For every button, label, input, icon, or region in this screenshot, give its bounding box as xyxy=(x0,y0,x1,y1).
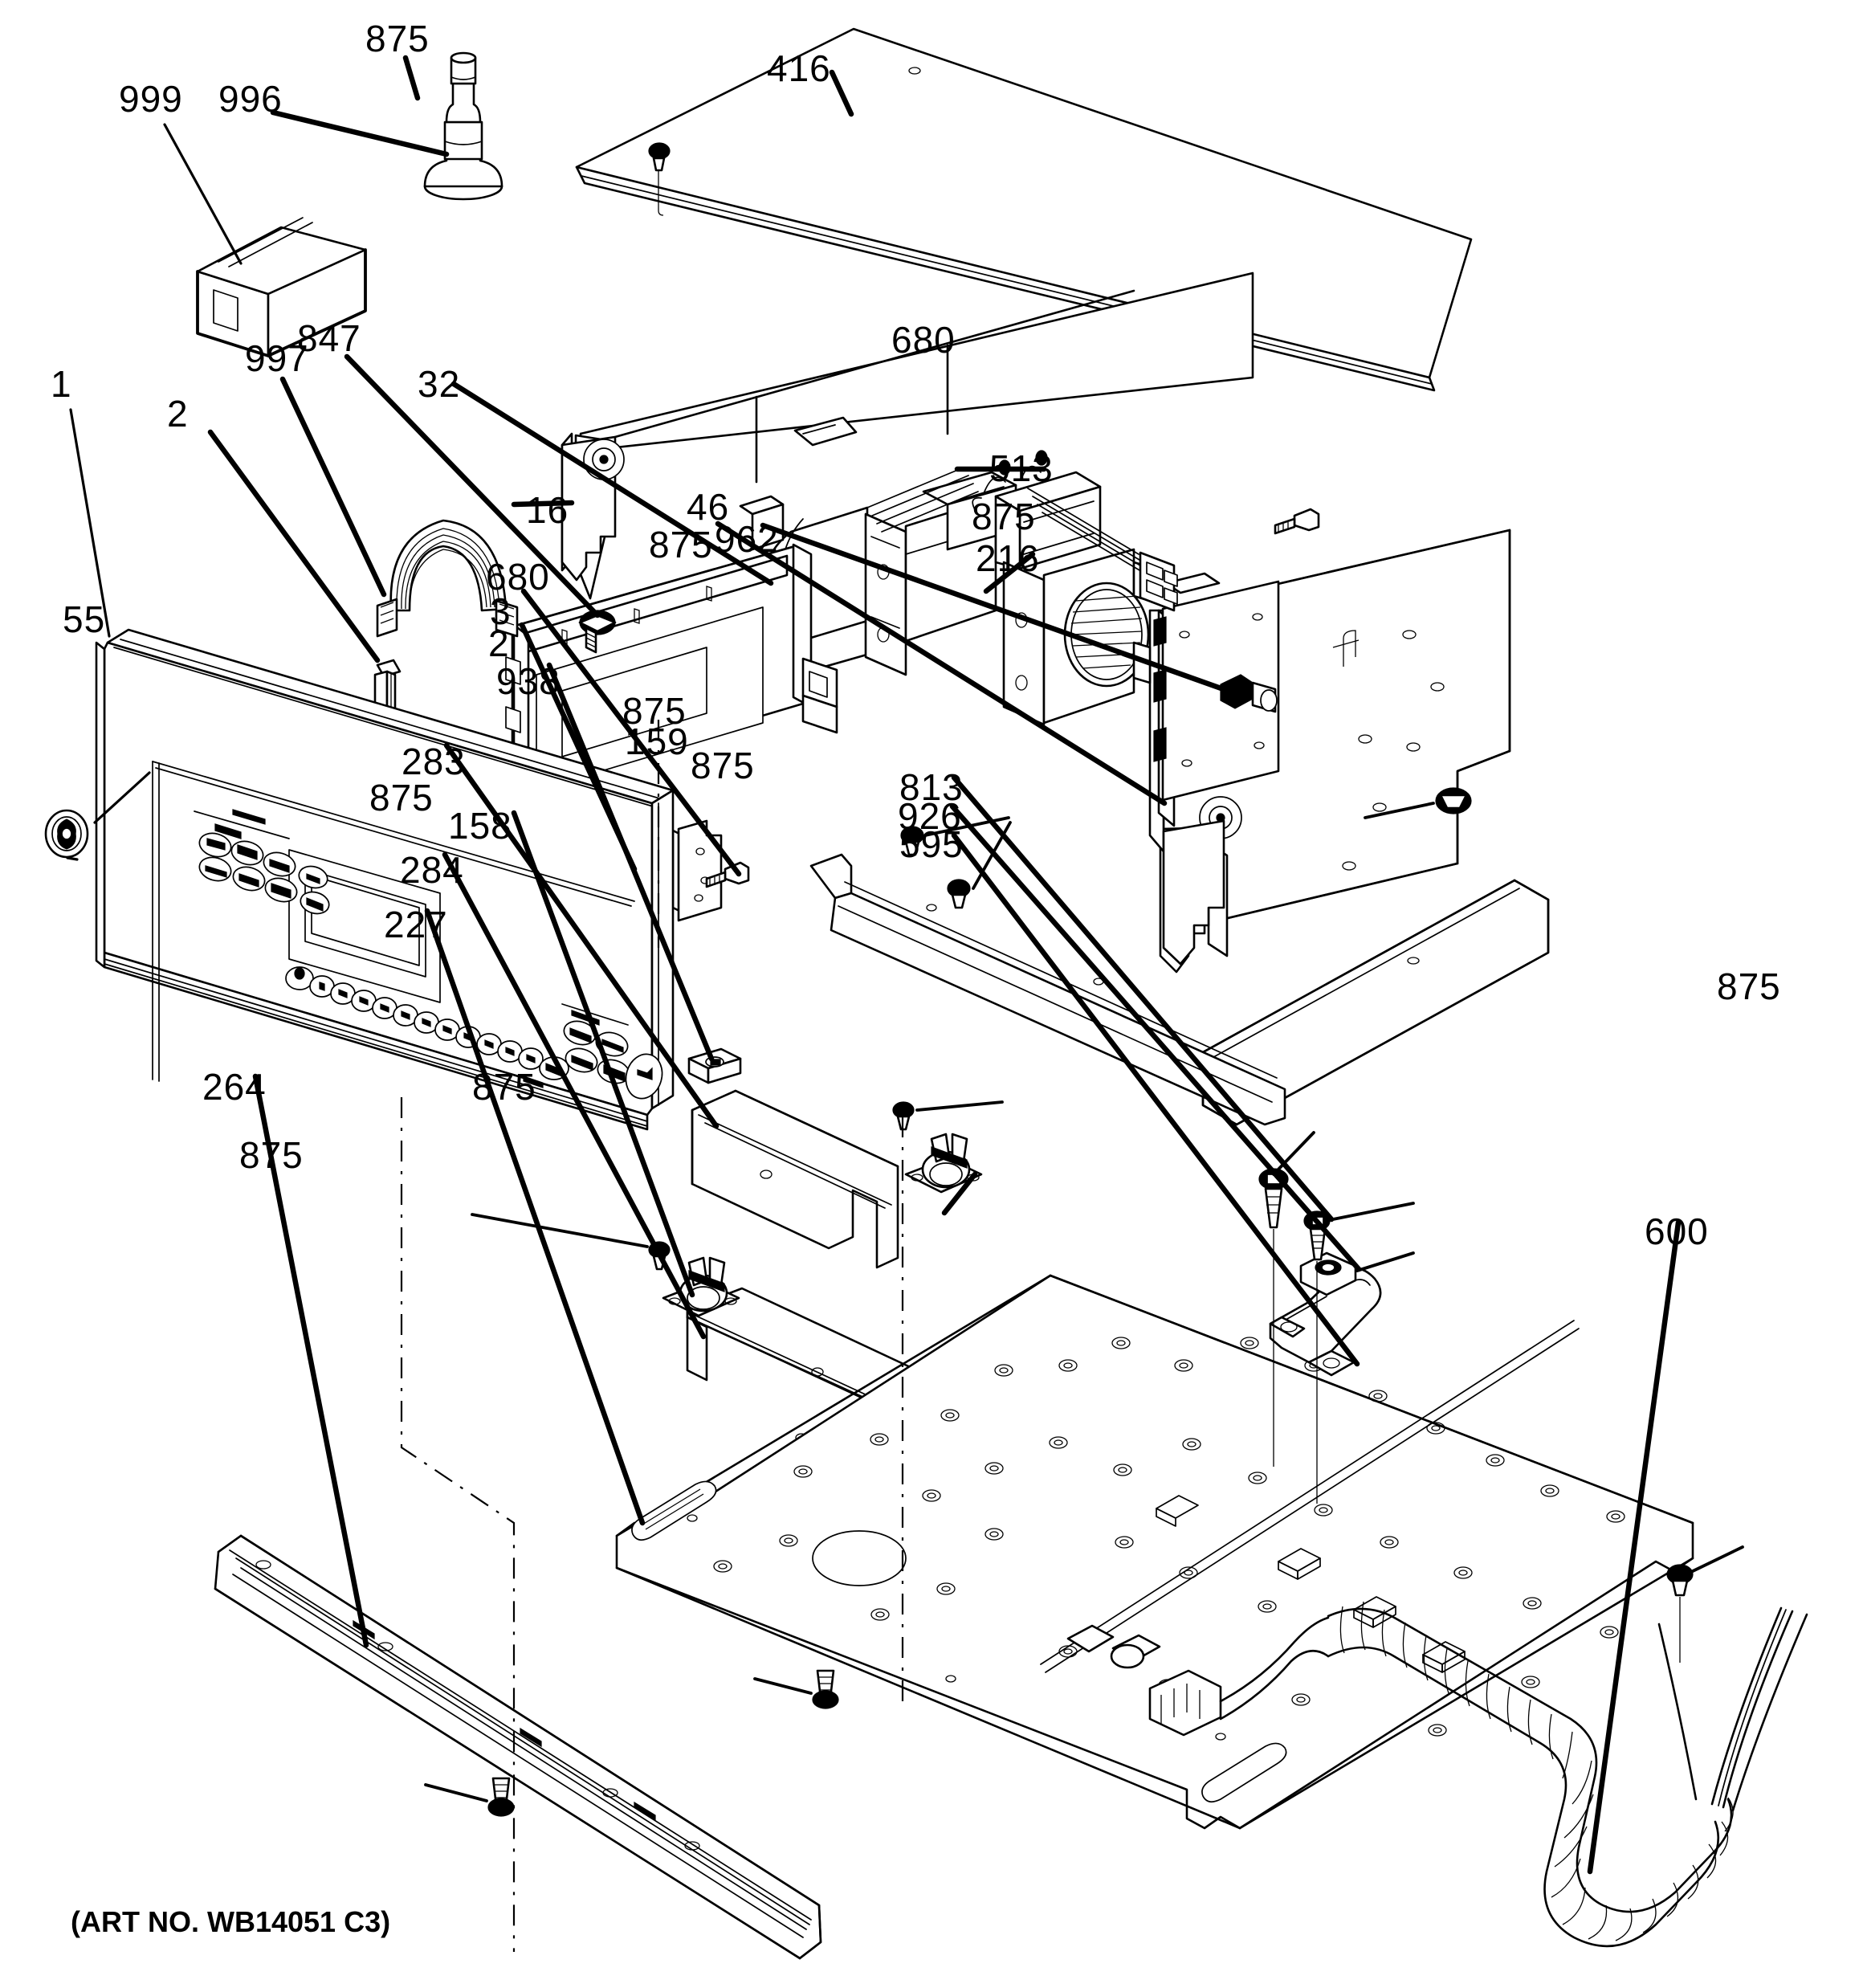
callout-283-bracket-upper: 283 xyxy=(402,741,466,782)
callout-2-support-bracket-left: 2 xyxy=(167,393,189,435)
callout-595-cord-clamp: 595 xyxy=(899,823,964,865)
callout-158-thermostat-lower: 158 xyxy=(448,805,512,847)
part-216-bottom-shelf xyxy=(809,853,1550,1126)
part-158-thermostat-lower xyxy=(662,1256,740,1317)
part-227-base-pan xyxy=(615,1274,1694,1830)
callout-680-screw-upper: 680 xyxy=(891,319,956,361)
callout-875-thermostat-screw-upper: 875 xyxy=(622,690,687,732)
part-16-control-board-housing xyxy=(505,495,838,791)
part-875-screw-rail-left xyxy=(424,1777,515,1817)
callout-875-top-cover-screw: 875 xyxy=(365,18,430,59)
part-55-grommet xyxy=(44,809,89,859)
callout-2-support-bracket-right: 2 xyxy=(488,623,510,664)
part-999-carton-box xyxy=(196,217,367,357)
callout-159-thermostat: 159 xyxy=(625,720,689,762)
art-number-label: (ART NO. WB14051 C3) xyxy=(71,1905,391,1938)
callout-680-screw-lower: 680 xyxy=(486,556,550,598)
leader-lines xyxy=(66,55,1682,1875)
part-996-cone-insert xyxy=(423,51,503,201)
callout-1-control-panel: 1 xyxy=(51,363,72,405)
callout-847-screw: 847 xyxy=(297,317,361,359)
part-813-screw xyxy=(1303,1202,1415,1261)
callout-996-cone-insert: 996 xyxy=(218,78,283,120)
callout-55-grommet: 55 xyxy=(63,598,106,640)
callout-938-clip-nut: 938 xyxy=(496,660,561,702)
part-997-ribbon-cable xyxy=(376,519,519,638)
part-962-wire-connector xyxy=(1220,674,1278,713)
callout-875-base-screw-right: 875 xyxy=(1717,965,1781,1007)
part-1-control-panel xyxy=(95,628,675,1131)
callout-875-bracket-screw: 875 xyxy=(691,745,755,786)
callout-46-pcb-board: 46 xyxy=(687,486,730,528)
callout-962-connector: 962 xyxy=(715,518,779,560)
keypad-numeric-row xyxy=(285,966,569,1088)
part-875-screw-thermostat-upper xyxy=(892,1100,1004,1131)
callout-999-carton: 999 xyxy=(119,78,183,120)
keypad-left-cluster xyxy=(194,809,330,915)
part-875-screw-chassis-513 xyxy=(1364,787,1472,819)
callout-875-rail-screw-left: 875 xyxy=(239,1134,304,1176)
part-847-hex-screw xyxy=(578,610,617,654)
part-680-screw-upper xyxy=(1274,508,1320,535)
callout-284-bracket-lower: 284 xyxy=(400,849,464,891)
callout-600-wire-harness: 600 xyxy=(1645,1210,1709,1252)
callout-32-magnetron-blower: 32 xyxy=(418,363,461,405)
assembly-axis-panel-rail xyxy=(400,1097,516,1952)
callout-227-base-pan: 227 xyxy=(384,904,448,945)
callout-216-bottom-shelf: 216 xyxy=(976,537,1040,579)
callout-875-chassis-screw: 875 xyxy=(972,496,1036,537)
callout-3-mounting-plate: 3 xyxy=(490,590,512,632)
part-283-bracket-upper xyxy=(691,1089,899,1269)
callout-875-rail-screws: 875 xyxy=(649,524,713,565)
part-875-screw-thermostat-lower xyxy=(471,1213,671,1271)
callout-875-thermostat-screw-lower: 875 xyxy=(369,777,434,818)
part-875-screw-rail-right xyxy=(753,1669,839,1709)
callout-875-rail-screw-right: 875 xyxy=(472,1066,536,1108)
part-600-wire-harness xyxy=(1066,1601,1808,1948)
part-159-thermostat-upper xyxy=(904,1133,983,1194)
part-3-mounting-plate xyxy=(671,819,723,922)
part-875-screw-top-cover xyxy=(648,142,671,216)
callout-926-nut: 926 xyxy=(898,795,962,837)
callout-997-ribbon-cable: 997 xyxy=(245,337,309,379)
part-875-screw-base-right xyxy=(1666,1545,1744,1663)
callout-16-control-board: 16 xyxy=(526,489,569,531)
callout-416-top-cover: 416 xyxy=(767,47,831,89)
part-938-clip-nut xyxy=(687,1047,742,1084)
callout-264-trim-rail: 264 xyxy=(202,1066,267,1108)
part-595-cord-clamp xyxy=(1269,1267,1382,1377)
part-926-hex-nut xyxy=(1299,1251,1415,1296)
callout-513-side-chassis: 513 xyxy=(989,447,1054,489)
callout-813-screw: 813 xyxy=(899,766,964,808)
